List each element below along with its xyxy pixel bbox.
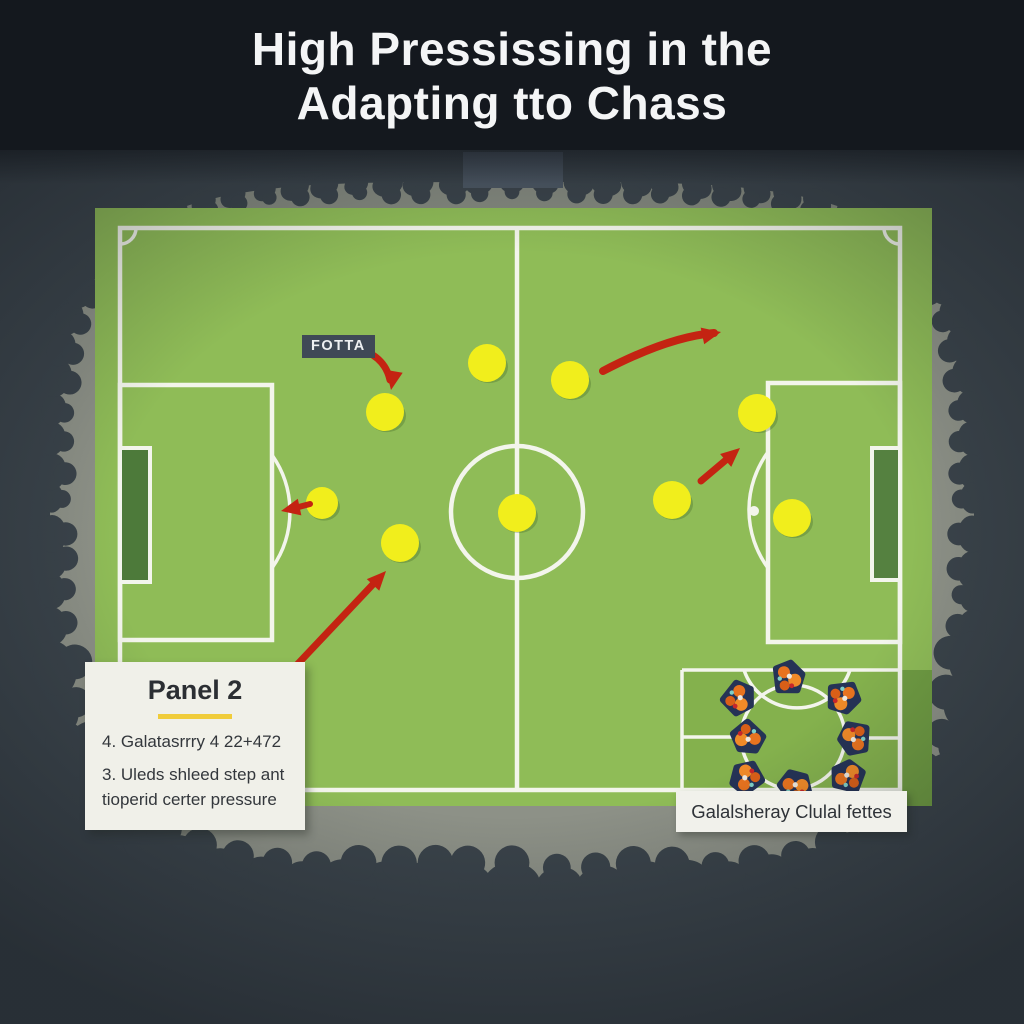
panel-line-1: 4. Galatasrrry 4 22+472 [102, 732, 282, 751]
pressing-arrow-head [385, 369, 403, 390]
panel-body: 4. Galatasrrry 4 22+472 3. Uleds shleed … [102, 732, 297, 812]
player-dot [653, 481, 691, 519]
player-dot [551, 361, 589, 399]
pitch-lines [117, 225, 903, 793]
pressing-arrows [281, 327, 740, 673]
player-dot [306, 487, 338, 519]
pressing-arrow-head [281, 498, 302, 516]
right-penalty-arc [747, 450, 770, 570]
poster-title-line1: High Pressissing in the [251, 23, 773, 75]
player-dot [468, 344, 506, 382]
inset-player [837, 721, 870, 756]
panel-line-2: 3. Uleds shleed step ant [102, 765, 285, 784]
pressing-arrow-head [720, 448, 740, 467]
corner-arc-tl [119, 227, 138, 246]
pressing-arrow-head [700, 327, 721, 345]
center-circle [448, 443, 586, 581]
penalty-spot [749, 506, 759, 516]
inset-player [772, 659, 806, 694]
player-dot [498, 494, 536, 532]
panel-rule [158, 714, 232, 719]
player-dot [366, 393, 404, 431]
tunnel-block [463, 152, 563, 188]
player-dots [306, 344, 813, 564]
header-bar: High Pressissing in the Adapting tto Cha… [0, 0, 1024, 150]
pitch-label-tag: FOTTA [302, 335, 375, 358]
player-dot [773, 499, 811, 537]
inset-player [729, 760, 766, 797]
player-dot [738, 394, 776, 432]
player-dot [381, 524, 419, 562]
panel-title: Panel 2 [147, 675, 243, 705]
inset-caption: Galalsheray Clulal fettes [676, 791, 907, 832]
poster-title-line2: Adapting tto Chass [296, 77, 728, 129]
inset-player [831, 759, 866, 794]
inset-edge-strip [900, 670, 932, 806]
inset-player [729, 718, 767, 754]
inset-player [719, 679, 754, 717]
left-goal-box [118, 446, 152, 584]
corner-arc-tr [882, 227, 901, 246]
inset-player [827, 681, 862, 715]
pressing-arrow [289, 575, 382, 673]
right-goal-box [870, 446, 902, 582]
info-panel: Panel 2 4. Galatasrrry 4 22+472 3. Uleds… [85, 662, 305, 830]
pressing-arrow-head [366, 571, 386, 591]
panel-line-3: tioperid certer pressure [102, 789, 277, 809]
